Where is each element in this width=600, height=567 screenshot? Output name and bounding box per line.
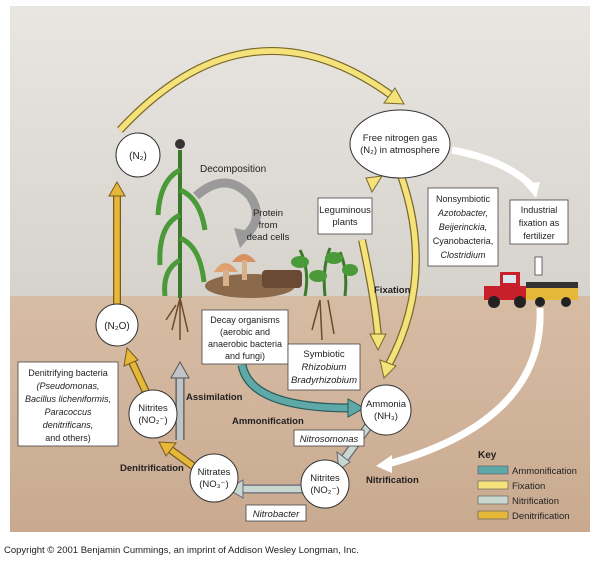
atmosphere-to-industrial-arrow	[451, 146, 535, 189]
nonsymbiotic-line5: Clostridium	[440, 250, 486, 260]
nitrobacter-label: Nitrobacter	[253, 509, 300, 520]
nitrites-left-line1: Nitrites	[138, 403, 168, 414]
industrial-line3: fertilizer	[523, 231, 555, 241]
key-label-nitrification: Nitrification	[512, 496, 559, 507]
decay-line4: and fungi)	[225, 351, 265, 361]
protein-line2: from	[259, 220, 278, 231]
key-label-ammonification: Ammonification	[512, 466, 577, 477]
decomposition-label: Decomposition	[200, 164, 266, 175]
corn-plant-illustration	[155, 139, 208, 340]
ammonification-label: Ammonification	[232, 416, 304, 427]
nonsymbiotic-line1: Nonsymbiotic	[436, 194, 491, 204]
industrial-to-nitrites-arrow	[387, 307, 544, 468]
denitrifying-line5: denitrificans,	[43, 420, 94, 430]
legume-plants-illustration	[291, 247, 358, 341]
symbiotic-box: Symbiotic Rhizobium Bradyrhizobium	[287, 343, 361, 391]
nitrites-to-n2o-arrow	[129, 360, 149, 394]
denitrifying-box: Denitrifying bacteria (Pseudomonas, Baci…	[17, 361, 119, 447]
leguminous-line2: plants	[332, 217, 358, 228]
n2-left-label: (N₂)	[129, 151, 147, 162]
legumes-to-ammonia-arrow	[359, 239, 381, 337]
ammonia-line2: (NH₃)	[374, 411, 398, 422]
nitrosomonas-label: Nitrosomonas	[300, 434, 359, 445]
ammonia-line1: Ammonia	[366, 399, 407, 410]
mushrooms-logs-illustration	[205, 254, 302, 298]
protein-line3: dead cells	[247, 232, 290, 243]
industrial-connector	[534, 256, 543, 276]
copyright-notice: Copyright © 2001 Benjamin Cummings, an i…	[4, 545, 359, 556]
key-swatch-nitrification	[477, 495, 509, 505]
key-label-denitrification: Denitrification	[512, 511, 570, 522]
decomposition-arrow	[193, 178, 261, 240]
industrial-box: Industrial fixation as fertilizer	[509, 199, 569, 245]
nonsymbiotic-line4: Cyanobacteria,	[433, 236, 494, 246]
denitrifying-line3: Bacillus licheniformis,	[25, 394, 111, 404]
nonsymbiotic-line2: Azotobacter,	[437, 208, 488, 218]
denitrification-label: Denitrification	[120, 463, 184, 474]
nitrites-left-line2: (NO₂⁻)	[138, 415, 167, 426]
tractor-truck-illustration	[484, 272, 578, 308]
nonsymbiotic-box: Nonsymbiotic Azotobacter, Beijerinckia, …	[427, 187, 499, 267]
legend-key: Key AmmonificationFixationNitrificationD…	[477, 450, 577, 522]
n2o-node: (N₂O)	[95, 303, 139, 347]
fixation-label: Fixation	[374, 285, 411, 296]
free-nitrogen-line1: Free nitrogen gas	[363, 133, 438, 144]
nitrates-line1: Nitrates	[198, 467, 231, 478]
decay-line1: Decay organisms	[210, 315, 280, 325]
nitrates-to-nitrites-arrow	[169, 447, 195, 469]
nitrites-right-line1: Nitrites	[310, 473, 340, 484]
key-swatch-fixation	[477, 480, 509, 490]
leguminous-box: Leguminous plants	[317, 197, 373, 235]
leguminous-line1: Leguminous	[319, 205, 371, 216]
nitrites-left-node: Nitrites (NO₂⁻)	[128, 389, 178, 439]
arc-n2-arrowhead	[383, 87, 405, 105]
atmosphere-to-ammonia-arrow	[385, 158, 419, 368]
symbiotic-line1: Symbiotic	[303, 349, 344, 360]
nitrification-label: Nitrification	[366, 475, 419, 486]
protein-line1: Protein	[253, 208, 283, 219]
key-title: Key	[478, 450, 497, 461]
decay-organisms-box: Decay organisms (aerobic and anaerobic b…	[201, 309, 289, 365]
key-swatch-denitrification	[477, 510, 509, 520]
symbiotic-line3: Bradyrhizobium	[291, 375, 357, 386]
denitrifying-line4: Paracoccus	[44, 407, 92, 417]
nitrobacter-box: Nitrobacter	[245, 504, 307, 522]
decay-line2: (aerobic and	[220, 327, 270, 337]
industrial-line2: fixation as	[519, 218, 560, 228]
free-nitrogen-node: Free nitrogen gas (N₂) in atmosphere	[349, 109, 451, 179]
key-label-fixation: Fixation	[512, 481, 545, 492]
nitrates-node: Nitrates (NO₃⁻)	[189, 453, 239, 503]
nonsymbiotic-line3: Beijerinckia,	[439, 222, 488, 232]
denitrifying-line1: Denitrifying bacteria	[28, 368, 108, 378]
nitrites-right-node: Nitrites (NO₂⁻)	[300, 459, 350, 509]
ammonia-node: Ammonia (NH₃)	[360, 384, 412, 436]
assimilation-label: Assimilation	[186, 392, 243, 403]
n2o-label: (N₂O)	[104, 321, 130, 332]
symbiotic-line2: Rhizobium	[302, 362, 347, 373]
nitrosomonas-box: Nitrosomonas	[293, 429, 365, 447]
industrial-line1: Industrial	[521, 205, 558, 215]
nitrites-right-line2: (NO₂⁻)	[310, 485, 339, 496]
key-swatch-ammonification	[477, 465, 509, 475]
ammonification-arrow	[238, 364, 351, 412]
n2-left-node: (N₂)	[115, 132, 161, 178]
denitrifying-line6: and others)	[45, 433, 91, 443]
decay-line3: anaerobic bacteria	[208, 339, 282, 349]
denitrifying-line2: (Pseudomonas,	[36, 381, 99, 391]
free-nitrogen-line2: (N₂) in atmosphere	[360, 145, 440, 156]
nitrates-line2: (NO₃⁻)	[199, 479, 228, 490]
